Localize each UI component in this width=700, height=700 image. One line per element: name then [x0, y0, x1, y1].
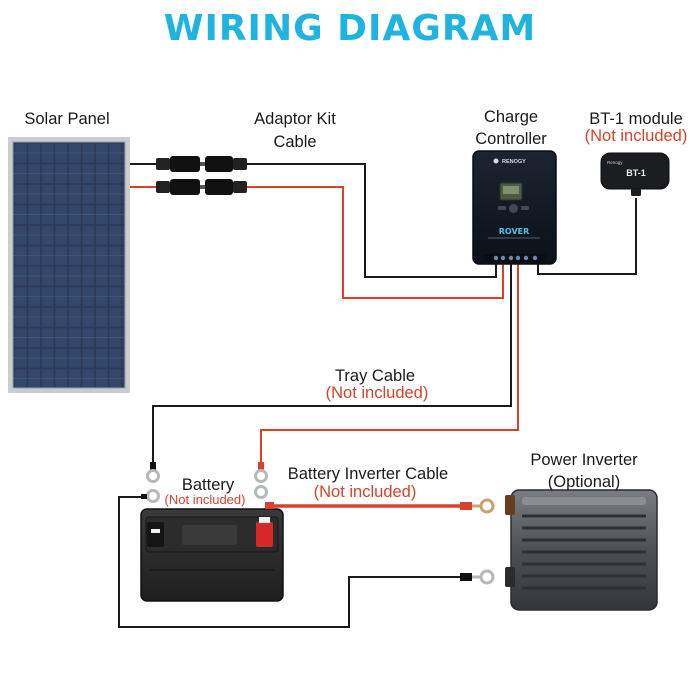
label-solar-panel: Solar Panel — [24, 110, 109, 128]
label-adaptor-kit-line2: Cable — [273, 133, 316, 151]
label-battery-line2: (Not included) — [165, 492, 246, 507]
label-bt1-line2: (Not included) — [585, 127, 688, 145]
controller-button-right — [521, 206, 529, 210]
mc4-connector-negative — [156, 156, 247, 172]
tray-positive-wire — [260, 262, 519, 465]
label-power-inverter-line1: Power Inverter — [530, 451, 638, 469]
ring-terminal-bic-positive-inverter — [460, 498, 495, 514]
label-charge-controller-line2: Controller — [475, 130, 547, 148]
wires — [118, 163, 637, 628]
bt1-model: BT-1 — [626, 168, 646, 178]
label-tray-cable-line1: Tray Cable — [335, 367, 415, 385]
ring-terminal-bic-negative-battery — [141, 489, 160, 503]
bt1-brand: Renogy — [607, 160, 623, 165]
label-power-inverter-line2: (Optional) — [548, 473, 620, 491]
inverter-negative-terminal — [505, 567, 515, 587]
controller-model: ROVER — [499, 227, 530, 236]
label-adaptor-kit-line1: Adaptor Kit — [254, 110, 336, 128]
label-charge-controller-line1: Charge — [484, 108, 538, 126]
ring-terminal-bic-negative-inverter — [460, 569, 495, 585]
label-bt1-line1: BT-1 module — [589, 110, 683, 128]
controller-button-left — [498, 206, 506, 210]
page-title: WIRING DIAGRAM — [164, 8, 537, 49]
ring-terminal-tray-positive — [254, 462, 268, 483]
tray-negative-wire — [152, 262, 512, 465]
label-battery-line1: Battery — [182, 476, 235, 494]
controller-logo-icon — [493, 158, 499, 164]
ring-terminals — [141, 462, 495, 585]
ring-terminal-bic-positive-battery — [254, 485, 274, 509]
pv-positive-wire — [245, 186, 504, 299]
mc4-connector-positive — [156, 179, 247, 195]
power-inverter — [505, 489, 658, 611]
charge-controller: RENOGY ROVER — [472, 150, 557, 265]
bt1-module: Renogy BT-1 — [600, 152, 670, 196]
ring-terminal-tray-negative — [146, 462, 160, 483]
label-battery-inverter-cable-line2: (Not included) — [314, 483, 417, 501]
label-tray-cable-line2: (Not included) — [326, 384, 429, 402]
pv-negative-wire — [245, 163, 497, 278]
label-battery-inverter-cable-line1: Battery Inverter Cable — [288, 465, 449, 483]
controller-button-center — [509, 204, 518, 213]
inverter-negative-wire — [118, 496, 462, 628]
controller-brand: RENOGY — [502, 159, 526, 165]
solar-panel — [8, 137, 130, 393]
inverter-positive-terminal — [505, 495, 515, 515]
battery-positive-terminal — [256, 522, 273, 547]
battery-negative-terminal — [147, 522, 164, 547]
adaptor-kit-connectors — [156, 156, 247, 195]
battery — [140, 508, 284, 602]
